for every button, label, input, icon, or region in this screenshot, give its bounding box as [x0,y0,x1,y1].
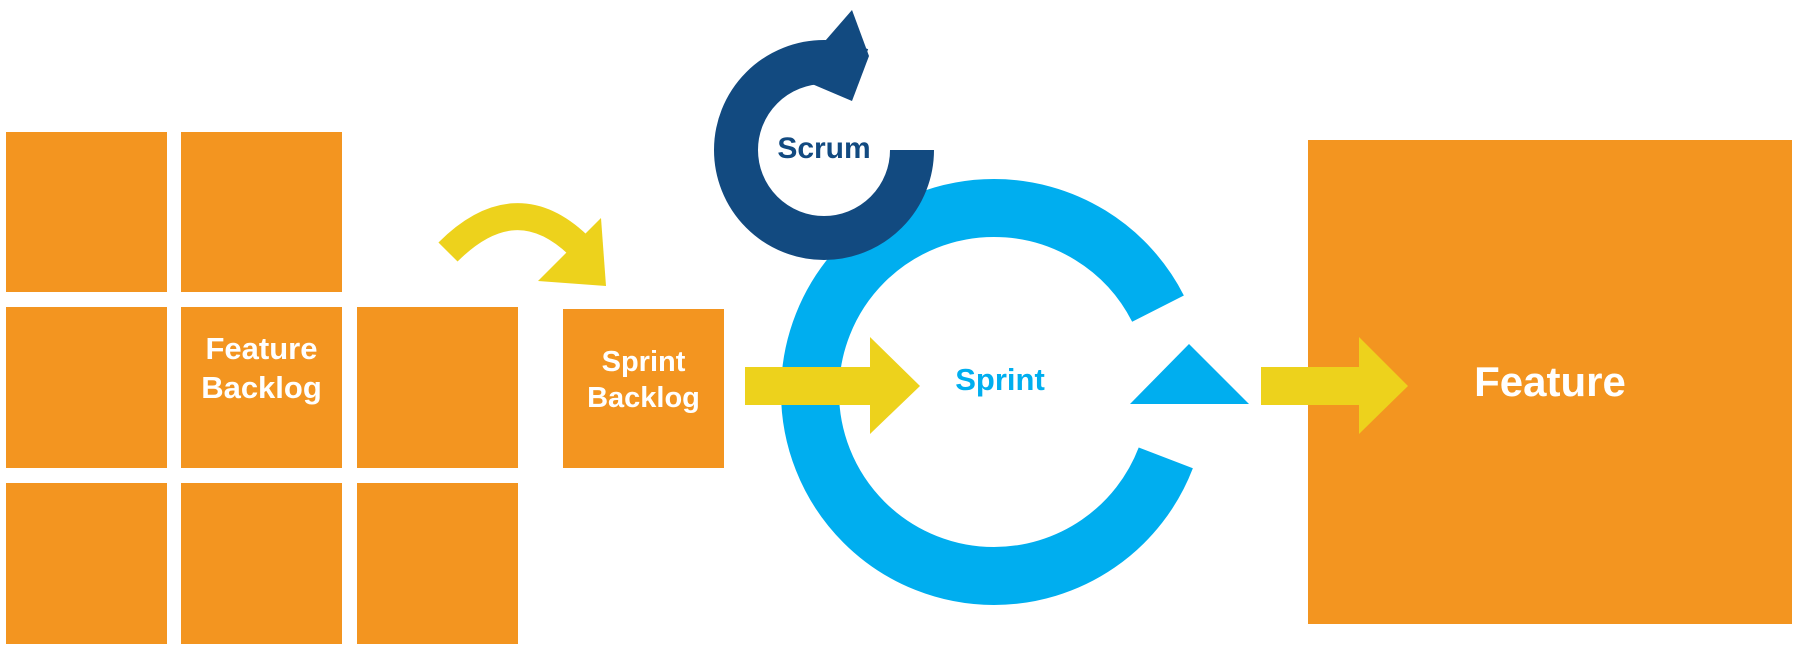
sprint-backlog-label-line2: Backlog [587,382,700,415]
feature-backlog-label: Feature Backlog [181,330,342,408]
backlog-cell [181,132,342,292]
right-arrow-icon [1261,337,1408,434]
scrum-label: Scrum [777,132,871,165]
feature-label: Feature [1474,358,1626,405]
scrum-cycle-icon [714,10,934,260]
feature-backlog-label-line1: Feature [205,331,318,366]
backlog-cell [357,307,518,468]
sprint-backlog-label: Sprint Backlog [563,344,724,417]
backlog-cell [181,483,342,644]
curved-arrow-icon [438,203,606,286]
backlog-cell [357,483,518,644]
right-arrow-icon [745,337,920,434]
sprint-backlog-box [563,309,724,468]
backlog-cell [6,307,167,468]
backlog-cell-labeled [181,307,342,468]
sprint-backlog-label-line1: Sprint [601,346,686,378]
backlog-cell [6,483,167,644]
backlog-cell [6,132,167,292]
sprint-label: Sprint [955,362,1045,397]
feature-backlog-label-line2: Backlog [201,369,322,405]
